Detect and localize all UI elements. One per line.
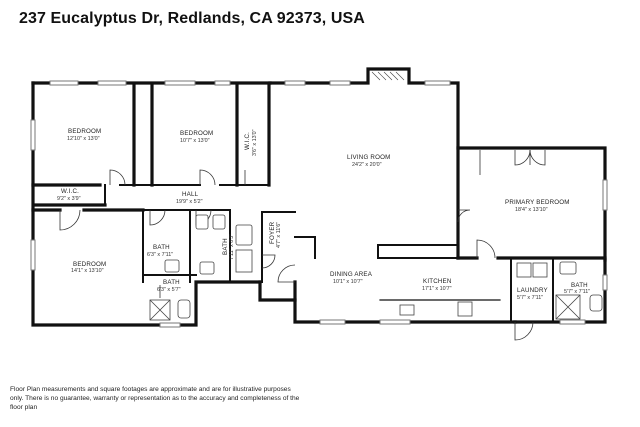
room-label-living-room: LIVING ROOM [347,154,391,161]
disclaimer-text: Floor Plan measurements and square foota… [10,386,300,411]
room-dim-laundry: 5'7" x 7'11" [517,295,544,301]
room-dim-primary-bedroom: 18'4" x 13'10" [515,207,548,213]
room-dim-bedroom-3: 14'1" x 13'10" [71,268,104,274]
room-dim-wic-1: 3'6" x 13'0" [252,129,258,156]
room-label-foyer: FOYER [269,221,276,244]
room-dim-bath-3: 5'7" x 7'11" [564,289,591,295]
room-label-laundry: LAUNDRY [517,287,548,294]
room-label-bedroom-2: BEDROOM [180,130,214,137]
room-label-primary-bedroom: PRIMARY BEDROOM [505,199,570,206]
room-dim-hall: 19'9" x 5'2" [176,199,203,205]
room-label-wic-1: W.I.C. [244,131,251,150]
fixtures [149,214,603,321]
page-title: 237 Eucalyptus Dr, Redlands, CA 92373, U… [19,10,365,27]
room-dim-wic-2: 9'2" x 3'9" [57,196,81,202]
room-dim-bath-1: 6'3" x 7'11" [147,252,174,258]
walls [31,67,607,327]
room-label-wic-2: W.I.C. [61,188,80,195]
room-dim-dining-area: 10'1" x 10'7" [333,279,363,285]
room-dim-bath-4: 6'3" x 5'7" [157,287,181,293]
room-dim-living-room: 24'2" x 20'0" [352,162,382,168]
room-dim-bedroom-1: 12'10" x 13'0" [67,136,100,142]
room-label-bath-2: BATH [222,238,229,255]
room-label-bath-4: BATH [163,279,180,286]
room-label-bath-3: BATH [571,282,588,289]
room-label-hall: HALL [182,191,199,198]
room-label-bedroom-1: BEDROOM [68,128,102,135]
room-label-bath-1: BATH [153,244,170,251]
room-dim-bedroom-2: 10'7" x 13'0" [180,138,210,144]
room-label-kitchen: KITCHEN [423,278,452,285]
room-dim-foyer: 4'7" x 11'6" [276,221,282,248]
windows [30,80,608,328]
room-label-bedroom-3: BEDROOM [73,261,107,268]
room-dim-kitchen: 17'1" x 10'7" [422,286,452,292]
room-dim-bath-2: 7'11" x 8'3" [229,233,235,260]
room-label-dining-area: DINING AREA [330,271,373,278]
fireplace [371,71,405,81]
